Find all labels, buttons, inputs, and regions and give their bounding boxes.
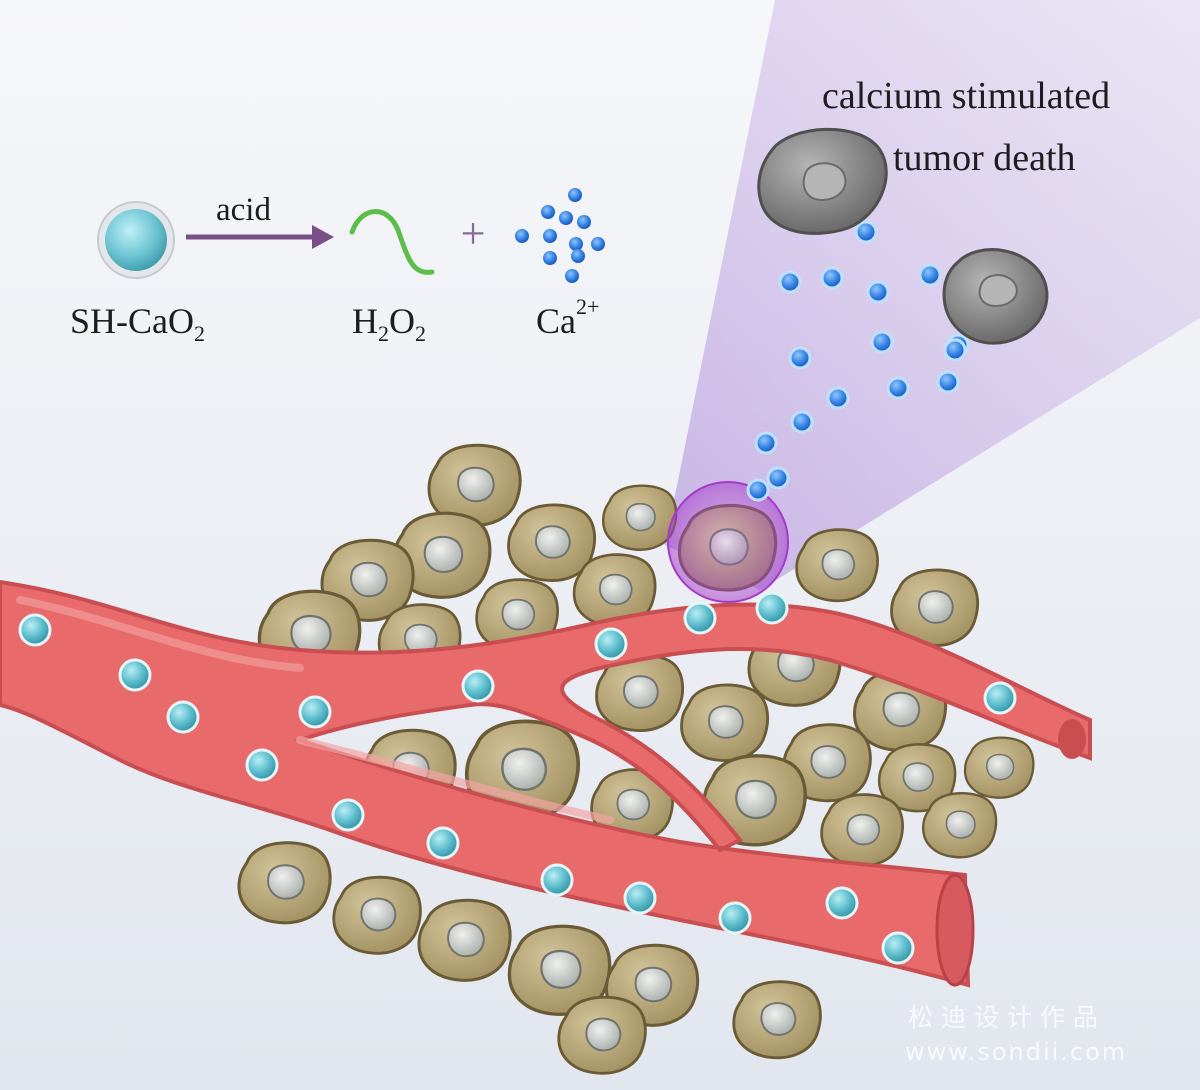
nanoparticle	[331, 798, 365, 832]
nanoparticle	[983, 681, 1017, 715]
focus-spot	[667, 481, 789, 603]
nanoparticle	[298, 695, 332, 729]
calcium-ion	[766, 466, 790, 490]
calcium-ion	[790, 410, 814, 434]
nanoparticle	[461, 669, 495, 703]
calcium-ion	[886, 376, 910, 400]
calcium-ion-small	[543, 251, 557, 265]
calcium-ion	[826, 386, 850, 410]
calcium-ion-small	[543, 229, 557, 243]
nanoparticle	[426, 826, 460, 860]
calcium-ion	[943, 338, 967, 362]
calcium-ion	[918, 263, 942, 287]
calcium-ion	[866, 280, 890, 304]
calcium-ion-small	[568, 188, 582, 202]
calcium-ions	[746, 220, 970, 502]
calcium-ion-cluster-icon	[515, 188, 605, 283]
calcium-ion-small	[559, 211, 573, 225]
sh-cao2-text: SH-CaO	[70, 301, 194, 341]
sh-cao2-label: SH-CaO2	[70, 300, 205, 347]
nanoparticle	[755, 591, 789, 625]
nanoparticle	[18, 613, 52, 647]
h2o2-h: H	[352, 301, 378, 341]
calcium-ion	[754, 431, 778, 455]
calcium-ion-small	[515, 229, 529, 243]
h2o2-o: O	[389, 301, 415, 341]
nanoparticle	[245, 748, 279, 782]
watermark-text: 松迪设计作品	[908, 1003, 1107, 1032]
h2o2-strand-icon	[349, 209, 435, 275]
sh-cao2-nanoparticle-icon	[97, 201, 175, 279]
vessel-nanoparticles	[18, 591, 1017, 965]
calcium-ion	[778, 270, 802, 294]
ca-text: Ca	[536, 301, 576, 341]
calcium-ion	[870, 330, 894, 354]
h2o2-label: H2O2	[352, 300, 426, 347]
plus-sign: +	[461, 209, 486, 258]
calcium-ion	[788, 346, 812, 370]
acid-label: acid	[216, 192, 271, 228]
sh-cao2-subscript: 2	[194, 321, 205, 347]
h2o2-sub2: 2	[415, 321, 426, 347]
outcome-label-line2: tumor death	[893, 137, 1076, 179]
calcium-ion	[854, 220, 878, 244]
svg-text:+: +	[461, 209, 486, 258]
calcium-ion-small	[577, 215, 591, 229]
calcium-ion-small	[571, 249, 585, 263]
dead-tumor-cell-1	[757, 127, 888, 235]
nanoparticle	[881, 931, 915, 965]
calcium-ion-small	[591, 237, 605, 251]
ca-charge: 2+	[576, 294, 600, 319]
calcium-ion-small	[541, 205, 555, 219]
calcium-ion	[746, 478, 770, 502]
calcium-ion	[936, 370, 960, 394]
nanoparticle	[683, 601, 717, 635]
calcium-ion-small	[569, 237, 583, 251]
nanoparticle	[166, 700, 200, 734]
h2o2-sub1: 2	[378, 321, 389, 347]
nanoparticle	[118, 658, 152, 692]
nanoparticle	[623, 881, 657, 915]
reaction-arrow-icon	[186, 225, 334, 249]
nanoparticle	[825, 886, 859, 920]
nanoparticle	[718, 901, 752, 935]
calcium-ion	[820, 266, 844, 290]
calcium-ion-small	[565, 269, 579, 283]
nanoparticle	[540, 863, 574, 897]
calcium-ion-label: Ca2+	[536, 294, 599, 342]
dead-tumor-cell-2	[942, 248, 1049, 345]
blood-vessel	[0, 579, 1092, 988]
nanoparticle	[594, 627, 628, 661]
watermark-url: www.sondii.com	[905, 1038, 1128, 1066]
outcome-label-line1: calcium stimulated	[822, 75, 1111, 117]
